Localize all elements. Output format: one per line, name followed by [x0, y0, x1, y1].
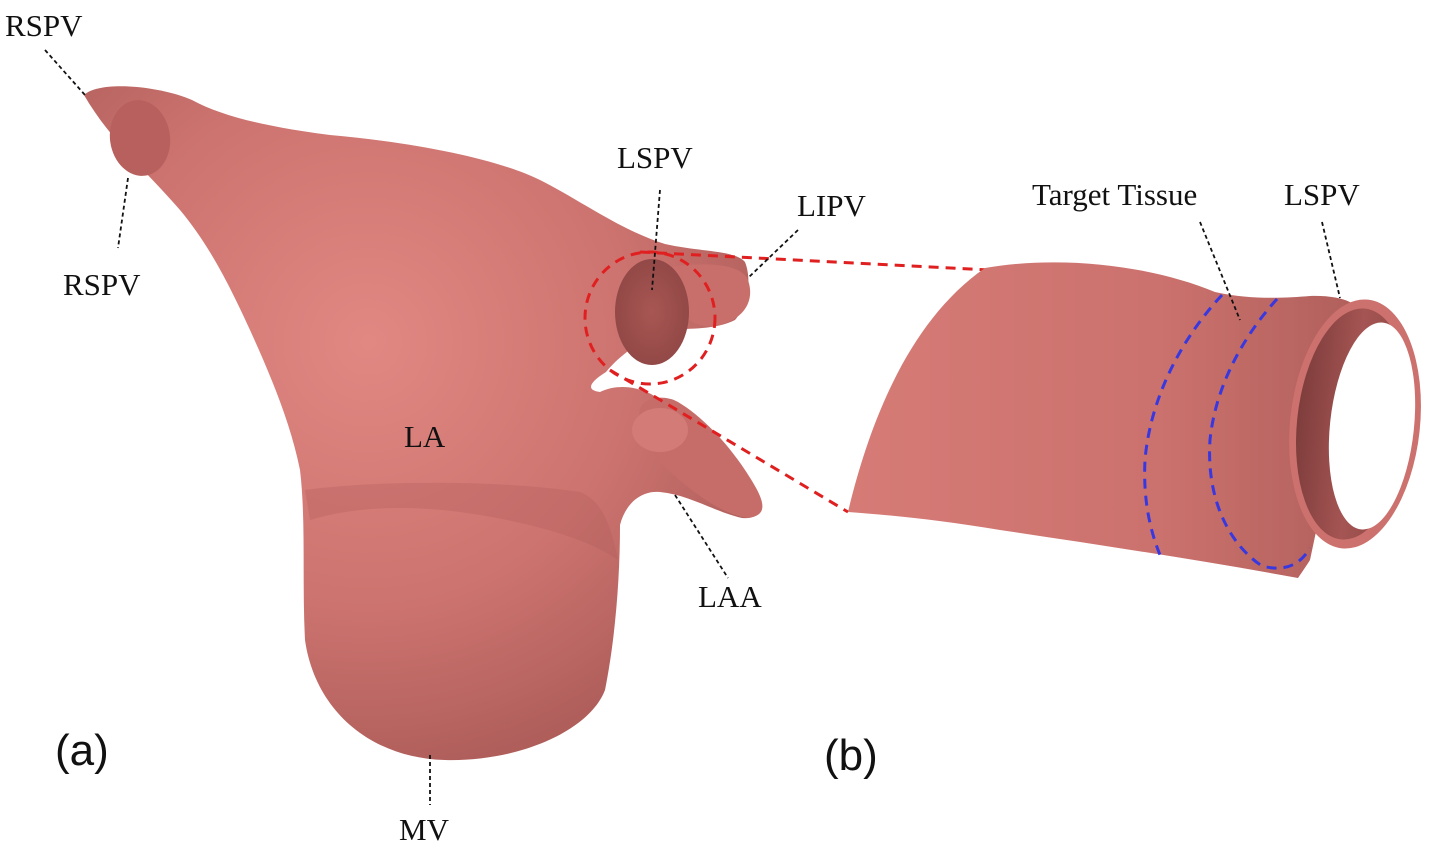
panel-label-a: (a) — [55, 726, 109, 775]
lspv-ostium-face — [615, 259, 689, 365]
target-boundary-left — [1143, 293, 1224, 556]
label-rspv-top: RSPV — [5, 8, 83, 43]
la-body — [84, 86, 761, 761]
label-rspv-ostium: RSPV — [63, 267, 141, 302]
zoom-connector-bottom — [609, 368, 849, 514]
pv-tube-model — [848, 262, 1421, 578]
label-target-tissue: Target Tissue — [1032, 177, 1197, 212]
leader-laa — [674, 494, 729, 579]
label-lspv-a: LSPV — [617, 140, 693, 175]
labels: RSPV RSPV LSPV LIPV LA LAA MV Target Tis… — [5, 8, 1360, 847]
label-laa: LAA — [698, 579, 762, 614]
zoom-connector-top — [639, 250, 991, 272]
rspv-ostium-face — [109, 100, 171, 176]
leader-lines — [44, 49, 1341, 805]
leader-lspv-b — [1321, 221, 1341, 299]
panel-label-b: (b) — [824, 731, 878, 780]
tube-outer-surface — [848, 262, 1362, 578]
leader-target-tissue — [1199, 221, 1241, 321]
left-atrium-model — [84, 86, 763, 761]
laa-tip — [632, 408, 688, 452]
leader-rspv-ostium — [117, 177, 129, 249]
label-la: LA — [404, 419, 446, 454]
zoom-callout — [583, 250, 991, 514]
la-fold-shadow — [305, 482, 618, 560]
label-lspv-b: LSPV — [1284, 177, 1360, 212]
leader-rspv-top — [44, 49, 86, 96]
target-boundary-right — [1208, 297, 1312, 570]
tube-lumen — [1328, 322, 1416, 530]
label-lipv: LIPV — [797, 188, 867, 223]
leader-lipv — [747, 229, 799, 279]
leader-lspv-a — [651, 189, 661, 291]
label-mv: MV — [399, 812, 450, 847]
